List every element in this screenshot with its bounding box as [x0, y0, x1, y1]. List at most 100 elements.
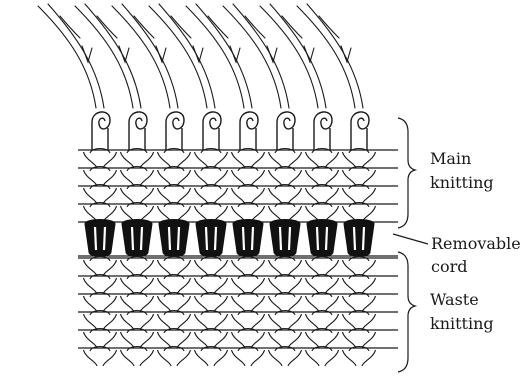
yarn-strand-mark — [230, 46, 240, 62]
stitch-leg-left — [343, 332, 357, 348]
stitch-leg-left — [269, 350, 283, 366]
stitch-leg-right — [288, 152, 302, 168]
stitch-leg-left — [343, 170, 357, 186]
stitch-leg-right — [140, 314, 154, 330]
stitch-head — [164, 275, 184, 280]
stitch-leg-left — [84, 332, 98, 348]
stitch-leg-right — [140, 170, 154, 186]
stitch-leg-right — [214, 152, 228, 168]
stitch-leg-left — [158, 350, 172, 366]
yarn-strand — [122, 4, 178, 108]
stitch-head — [127, 203, 147, 208]
stitch-leg-right — [140, 332, 154, 348]
stitch-leg-left — [343, 152, 357, 168]
stitch-head — [275, 329, 295, 334]
waste-knitting-bracket — [398, 252, 415, 372]
cord-loop — [344, 220, 374, 257]
stitch-leg-left — [121, 260, 135, 276]
stitch-head — [164, 311, 184, 316]
stitch-head — [201, 167, 221, 172]
stitch-head — [238, 203, 258, 208]
stitch-leg-right — [103, 314, 117, 330]
cord-loop — [85, 220, 115, 257]
stitch-leg-right — [288, 296, 302, 312]
stitch-head — [349, 347, 369, 352]
stitch-head — [349, 311, 369, 316]
stitch-leg-left — [84, 188, 98, 204]
stitch-leg-left — [195, 278, 209, 294]
stitch-leg-left — [195, 296, 209, 312]
stitch-head — [90, 347, 110, 352]
stitch-head — [312, 203, 332, 208]
stitch-leg-right — [140, 188, 154, 204]
stitch-leg-left — [158, 152, 172, 168]
yarn-strand — [270, 4, 326, 108]
stitch-leg-left — [306, 296, 320, 312]
stitch-leg-left — [121, 278, 135, 294]
stitch-head — [127, 167, 147, 172]
stitch-head — [127, 149, 147, 154]
stitch-head — [312, 311, 332, 316]
stitch-head — [312, 347, 332, 352]
stitch-leg-left — [306, 350, 320, 366]
stitch-leg-right — [177, 278, 191, 294]
stitch-leg-right — [103, 332, 117, 348]
stitch-leg-left — [121, 350, 135, 366]
stitch-leg-left — [84, 296, 98, 312]
yarn-strand — [48, 4, 104, 108]
stitch-leg-right — [288, 188, 302, 204]
stitch-leg-right — [288, 170, 302, 186]
stitch-leg-left — [84, 170, 98, 186]
yarn-strand-mark — [119, 46, 129, 62]
stitch-head — [238, 329, 258, 334]
stitch-head — [238, 347, 258, 352]
stitch-leg-right — [362, 296, 376, 312]
stitch-leg-right — [251, 170, 265, 186]
stitch-leg-right — [103, 278, 117, 294]
stitch-leg-right — [251, 332, 265, 348]
stitch-leg-left — [121, 152, 135, 168]
stitch-head — [312, 167, 332, 172]
stitch-head — [90, 257, 110, 262]
stitch-leg-left — [195, 332, 209, 348]
stitch-leg-left — [232, 152, 246, 168]
main-knitting-label-line1: Main — [430, 149, 471, 168]
stitch-leg-right — [140, 350, 154, 366]
yarn-strand-mark — [341, 46, 351, 62]
stitch-head — [238, 149, 258, 154]
cord-loop — [122, 220, 152, 257]
stitch-leg-right — [177, 188, 191, 204]
stitch-head — [238, 167, 258, 172]
stitch-leg-right — [325, 170, 339, 186]
stitch-leg-right — [288, 350, 302, 366]
stitch-leg-left — [158, 260, 172, 276]
stitch-leg-right — [251, 260, 265, 276]
stitch-head — [312, 257, 332, 262]
stitch-leg-left — [121, 170, 135, 186]
stitch-leg-left — [306, 188, 320, 204]
stitch-leg-right — [140, 296, 154, 312]
stitch-head — [201, 185, 221, 190]
stitch-leg-right — [325, 260, 339, 276]
yarn-strand-mark — [267, 46, 277, 62]
stitch-leg-left — [158, 170, 172, 186]
stitch-head — [90, 311, 110, 316]
stitch-leg-left — [232, 260, 246, 276]
removable-cord-label-line1: Removable — [431, 234, 521, 253]
stitch-leg-left — [158, 278, 172, 294]
stitch-head — [349, 275, 369, 280]
stitch-leg-right — [140, 278, 154, 294]
cord-loop — [159, 220, 189, 257]
stitch-leg-left — [269, 332, 283, 348]
stitch-leg-left — [343, 314, 357, 330]
stitch-leg-left — [158, 296, 172, 312]
cord-loop — [233, 220, 263, 257]
stitch-head — [164, 257, 184, 262]
stitch-leg-right — [177, 332, 191, 348]
stitch-head — [275, 167, 295, 172]
yarn-strand-mark — [304, 46, 314, 62]
stitch-head — [201, 329, 221, 334]
stitch-head — [164, 167, 184, 172]
